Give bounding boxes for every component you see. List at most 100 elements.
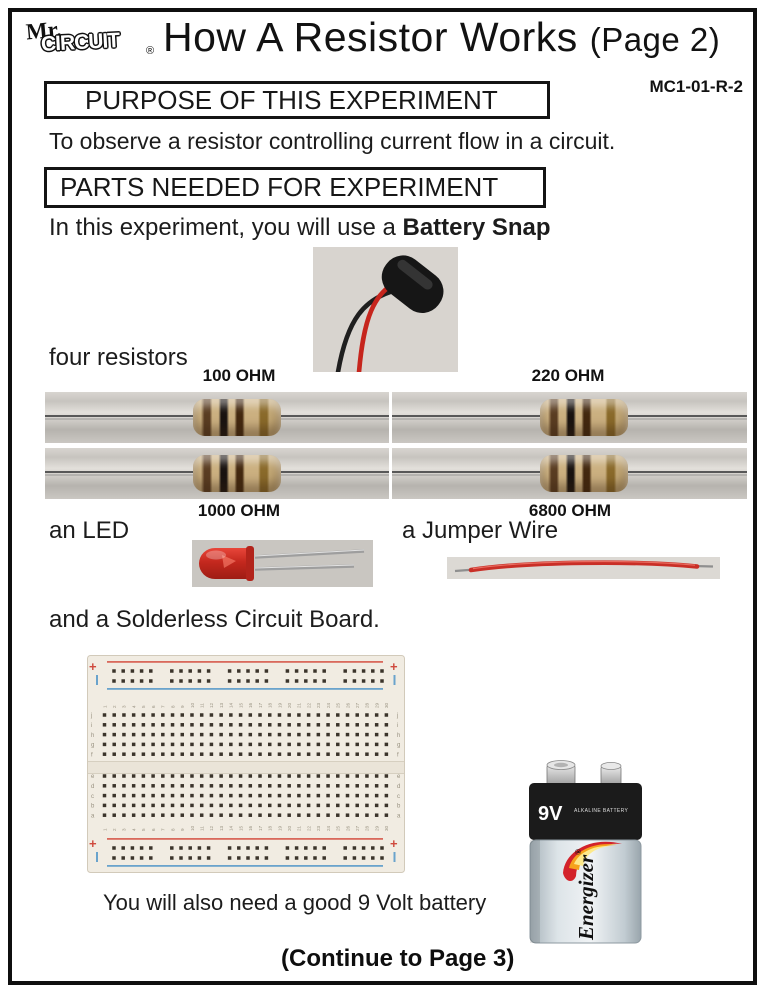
resistor-component [193,455,281,492]
svg-text:22: 22 [306,702,311,708]
svg-text:10: 10 [190,825,195,831]
svg-text:23: 23 [316,825,321,831]
svg-text:3: 3 [122,828,127,831]
battery-photo: 9V ALKALINE BATTERY Energizer® [529,760,642,944]
mr-circuit-logo: Mr. CIRCUIT ® [25,16,162,66]
svg-text:11: 11 [200,703,205,708]
svg-text:4: 4 [132,705,137,708]
battery-brand-label: Energizer® [574,849,598,941]
snap-connector [381,255,444,314]
svg-text:30: 30 [384,702,389,708]
logo-circuit-text: CIRCUIT [40,28,120,57]
svg-text:21: 21 [297,825,302,831]
svg-text:20: 20 [287,825,292,831]
svg-text:b: b [397,804,401,810]
resistor-component [540,399,628,436]
svg-text:+: + [89,836,97,851]
svg-text:24: 24 [326,702,331,708]
svg-text:25: 25 [336,825,341,831]
svg-text:13: 13 [219,825,224,831]
svg-text:d: d [397,784,400,790]
svg-text:b: b [91,804,95,810]
svg-text:27: 27 [355,702,360,708]
svg-text:15: 15 [238,702,243,708]
svg-text:4: 4 [132,828,137,831]
svg-text:7: 7 [161,828,166,831]
svg-text:20: 20 [287,702,292,708]
svg-text:25: 25 [336,702,341,708]
battery-note: You will also need a good 9 Volt battery [103,890,487,915]
resistor-component [540,455,628,492]
svg-text:23: 23 [316,702,321,708]
purpose-heading: PURPOSE OF THIS EXPERIMENT [85,84,498,115]
continue-note: (Continue to Page 3) [281,945,515,972]
resistor-photo-220ohm [392,392,747,443]
svg-text:12: 12 [209,702,214,708]
svg-text:d: d [91,784,94,790]
svg-text:6: 6 [151,828,156,831]
led-label: an LED [49,517,130,544]
svg-text:10: 10 [190,702,195,708]
svg-text:f: f [91,752,93,758]
led-leg-bottom [254,564,355,571]
svg-text:f: f [397,752,399,758]
page-border [8,8,757,985]
svg-text:18: 18 [268,702,273,708]
battery-top-band [529,783,642,840]
svg-text:9: 9 [180,828,185,831]
svg-text:19: 19 [277,702,282,708]
svg-text:1: 1 [102,705,107,708]
svg-text:26: 26 [345,825,350,831]
svg-text:3: 3 [122,705,127,708]
svg-text:5: 5 [141,705,146,708]
resistor-label-220ohm: 220 OHM [531,366,605,385]
jumper-red-wire [468,560,700,573]
svg-text:j: j [90,713,92,719]
led-reflection [222,555,236,568]
resistor-photo-1000ohm [45,448,389,499]
registered-mark-icon: ® [146,45,155,57]
svg-text:22: 22 [306,825,311,831]
svg-text:14: 14 [229,702,234,708]
svg-text:17: 17 [258,702,263,708]
svg-text:30: 30 [384,825,389,831]
resistor-photo-100ohm [45,392,389,443]
document-code: MC1-01-R-2 [649,77,743,96]
page-title-page-number: (Page 2) [589,21,721,58]
led-photo [192,540,373,587]
svg-text:8: 8 [170,705,175,708]
svg-text:15: 15 [238,825,243,831]
parts-heading-box: PARTS NEEDED FOR EXPERIMENT [44,167,546,208]
battery-body [529,839,642,944]
resistor-label-1000ohm: 1000 OHM [197,501,281,520]
breadboard-photo: ++++112233445566778899101011111212131314… [87,655,405,873]
svg-text:2: 2 [112,705,117,708]
svg-text:e: e [397,774,401,780]
resistor-photo-6800ohm [392,448,747,499]
svg-text:21: 21 [297,702,302,708]
svg-text:g: g [91,743,94,749]
svg-text:8: 8 [170,828,175,831]
svg-text:12: 12 [209,825,214,831]
svg-text:28: 28 [365,702,370,708]
svg-text:16: 16 [248,702,253,708]
svg-text:1: 1 [102,828,107,831]
svg-text:28: 28 [365,825,370,831]
page-title: How A Resistor Works (Page 2) [163,14,758,61]
resistor-label-100ohm: 100 OHM [202,366,276,385]
svg-text:18: 18 [268,825,273,831]
led-leg-top [254,549,365,559]
svg-text:16: 16 [248,825,253,831]
svg-text:5: 5 [141,828,146,831]
svg-text:i: i [91,723,92,729]
svg-text:c: c [91,794,94,800]
page-title-main: How A Resistor Works [163,14,578,60]
intro-sentence: In this experiment, you will use a Batte… [49,214,551,242]
svg-text:29: 29 [375,702,380,708]
led-flange [246,546,254,581]
intro-prefix: In this experiment, you will use a [49,214,403,241]
battery-flame-swoosh [563,841,622,882]
resistor-component [193,399,281,436]
svg-text:11: 11 [200,826,205,831]
